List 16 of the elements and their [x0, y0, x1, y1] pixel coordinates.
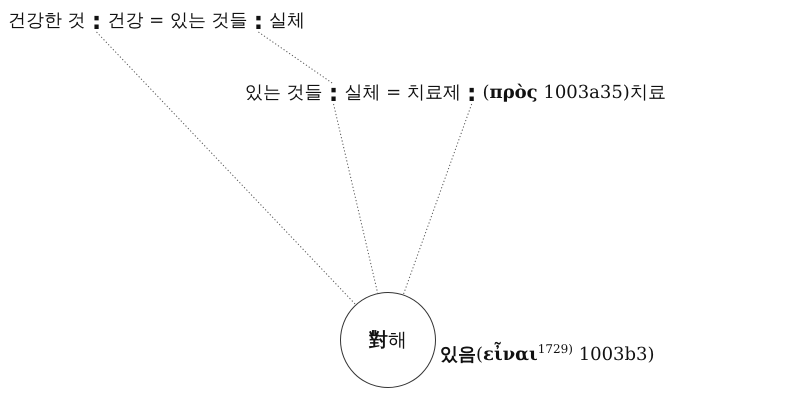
dotted-line [258, 32, 334, 84]
ratio-colon: : [248, 8, 270, 34]
text-label: 건강 = 있는 것들 [107, 9, 248, 33]
dotted-line [96, 32, 356, 306]
text-label: 실체 [269, 9, 306, 33]
text-label: 실체 = 치료제 [344, 81, 461, 105]
ratio-colon: : [460, 80, 482, 106]
term-note: 있음(εἶναι$^{1729)}$ 1003b3) [440, 342, 654, 366]
dotted-line [333, 104, 378, 294]
dotted-line [402, 104, 472, 296]
ratio-colon: : [86, 8, 108, 34]
text-label: (πρὸς 1003a35)치료 [482, 81, 666, 105]
circle-text: 對해 [369, 328, 407, 353]
text-label: 있는 것들 [245, 81, 323, 105]
ratio-colon: : [322, 80, 344, 106]
text-label: 건강한 것 [8, 9, 86, 33]
